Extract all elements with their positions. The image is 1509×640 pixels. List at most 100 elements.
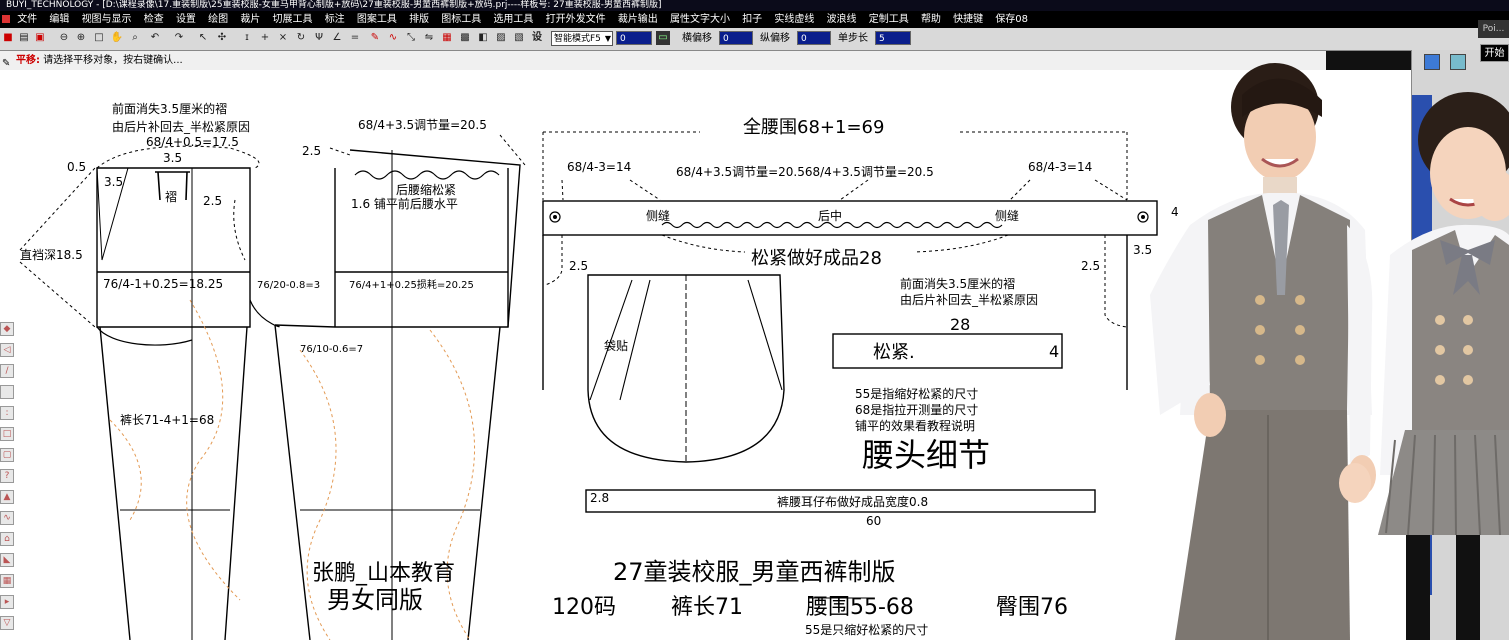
menu-text-size[interactable]: 属性文字大小 <box>670 14 730 25</box>
detail-heading: 腰头细节 <box>862 436 990 474</box>
add-point-icon[interactable]: + <box>260 32 270 43</box>
poi-button[interactable]: Poi... <box>1478 20 1509 38</box>
image-icon[interactable]: ▧ <box>514 32 524 43</box>
parallel-icon[interactable]: = <box>350 32 360 43</box>
tool-fill-icon[interactable]: ◆ <box>0 322 14 336</box>
pen-status-icon: ✎ <box>2 58 11 69</box>
step-label: 单步长 <box>838 33 868 44</box>
menu-slash-spread[interactable]: 切展工具 <box>272 14 313 25</box>
settings-button[interactable]: 设 <box>532 32 542 43</box>
rotate-icon[interactable]: ↻ <box>296 32 306 43</box>
menu-edit[interactable]: 编辑 <box>49 14 70 25</box>
zoom-window-icon[interactable]: ⌕ <box>132 32 138 43</box>
layer-icon[interactable]: ◧ <box>478 32 488 43</box>
panel-image-icon[interactable] <box>1450 54 1466 70</box>
menu-check[interactable]: 检查 <box>143 14 164 25</box>
ruler-icon[interactable]: ▭ <box>656 31 670 45</box>
mode-select[interactable]: 智能模式F5 <box>551 31 613 46</box>
length-label: 裤长71-4+1=68 <box>120 413 214 427</box>
drawing-canvas[interactable]: 前面消失3.5厘米的褶 由后片补回去_半松紧原因 68/4+0.5=17.5 0… <box>0 70 1412 640</box>
back-shrink-label: 后腰缩松紧 <box>396 182 456 197</box>
pan-hand-icon[interactable]: ✋ <box>110 32 124 43</box>
pattern-icon[interactable]: ▨ <box>496 32 506 43</box>
v-offset-field[interactable]: 0 <box>797 31 831 45</box>
zoom-in-icon[interactable]: ⊕ <box>76 32 86 43</box>
tool-filter-icon[interactable]: ▽ <box>0 616 14 630</box>
menu-icon-tools[interactable]: 图标工具 <box>441 14 482 25</box>
menu-line-style[interactable]: 实线虚线 <box>774 14 815 25</box>
tool-split-icon[interactable]: : <box>0 406 14 420</box>
elastic-done-label: 松紧做好成品28 <box>751 248 882 269</box>
grid-icon[interactable]: ▩ <box>460 32 470 43</box>
start-button[interactable]: 开始 <box>1480 44 1509 62</box>
zoom-out-icon[interactable]: ⊖ <box>59 32 69 43</box>
value-field[interactable]: 0 <box>616 31 652 45</box>
text-tool-icon[interactable]: ɪ <box>245 32 249 43</box>
tool-blank-icon[interactable] <box>0 385 14 399</box>
fork-icon[interactable]: Ψ <box>315 32 323 43</box>
fit-screen-icon[interactable]: □ <box>94 32 104 43</box>
step-field[interactable]: 5 <box>875 31 911 45</box>
menu-buttons[interactable]: 扣子 <box>742 14 763 25</box>
menu-draw[interactable]: 绘图 <box>208 14 229 25</box>
redo-icon[interactable]: ↷ <box>174 32 184 43</box>
hip-front-label: 76/4-1+0.25=18.25 <box>103 277 223 291</box>
select-arrow-icon[interactable]: ↖ <box>198 32 208 43</box>
new-file-icon[interactable]: ■ <box>3 32 13 43</box>
tool-line-icon[interactable]: / <box>0 364 14 378</box>
back-center-label: 后中 <box>818 208 842 223</box>
right-note-2: 由后片补回去_半松紧原因 <box>900 293 1038 307</box>
mirror-icon[interactable]: ⇋ <box>424 32 434 43</box>
loop-length-label: 60 <box>866 514 881 528</box>
rise-label: 直裆深18.5 <box>20 248 83 262</box>
front-waist-label: 68/4+0.5=17.5 <box>146 135 239 149</box>
save-icon[interactable]: ▣ <box>35 32 45 43</box>
menu-piece-output[interactable]: 裁片输出 <box>617 14 658 25</box>
tool-rect-icon[interactable]: □ <box>0 427 14 441</box>
tool-grid-icon[interactable]: ▦ <box>0 574 14 588</box>
menu-shortcuts[interactable]: 快捷键 <box>953 14 984 25</box>
tool-dart-icon[interactable]: ◣ <box>0 553 14 567</box>
menu-wave-line[interactable]: 波浪线 <box>826 14 857 25</box>
curve-icon[interactable]: ∿ <box>388 32 398 43</box>
move-point-icon[interactable]: ✣ <box>217 32 227 43</box>
color-icon[interactable]: ▦ <box>442 32 452 43</box>
tool-seam-icon[interactable]: ∿ <box>0 511 14 525</box>
v-offset-label: 纵偏移 <box>760 33 790 44</box>
open-folder-icon[interactable]: ▤ <box>19 32 29 43</box>
unisex-label: 男女同版 <box>327 586 423 614</box>
explain-2: 68是指拉开测量的尺寸 <box>855 402 978 417</box>
menu-pattern-tools[interactable]: 图案工具 <box>356 14 397 25</box>
menu-settings[interactable]: 设置 <box>175 14 196 25</box>
m-3-5b: 3.5 <box>104 175 123 189</box>
status-label: 平移: <box>16 55 40 66</box>
menu-annotate[interactable]: 标注 <box>324 14 345 25</box>
tool-home-icon[interactable]: ⌂ <box>0 532 14 546</box>
menu-layout[interactable]: 排版 <box>409 14 430 25</box>
tool-arrow-icon[interactable]: ▸ <box>0 595 14 609</box>
menu-select-tools[interactable]: 选用工具 <box>493 14 534 25</box>
menu-file[interactable]: 文件 <box>17 14 38 25</box>
crotch-front-label: 76/20-0.8=3 <box>257 280 320 291</box>
panel-tool-icon[interactable] <box>1424 54 1440 70</box>
tool-flag-icon[interactable]: ◁ <box>0 343 14 357</box>
menu-custom-tools[interactable]: 定制工具 <box>868 14 909 25</box>
cross-icon[interactable]: ⨯ <box>278 32 288 43</box>
menu-pieces[interactable]: 裁片 <box>240 14 261 25</box>
measure-icon[interactable]: ⤡ <box>407 32 415 43</box>
h-offset-field[interactable]: 0 <box>719 31 753 45</box>
pen-icon[interactable]: ✎ <box>370 32 380 43</box>
side-seam-left: 侧缝 <box>646 208 670 223</box>
menu-open-external[interactable]: 打开外发文件 <box>545 14 606 25</box>
tool-square-icon[interactable]: ▢ <box>0 448 14 462</box>
m-3-5-label: 3.5 <box>1133 243 1152 257</box>
menu-view[interactable]: 视图与显示 <box>81 14 132 25</box>
menu-save[interactable]: 保存08 <box>995 14 1029 25</box>
window-title: BUYI_TECHNOLOGY - [D:\课程录像\17.重装制版\25重装校… <box>6 0 662 10</box>
angle-icon[interactable]: ∠ <box>332 32 342 43</box>
undo-icon[interactable]: ↶ <box>150 32 160 43</box>
tool-help-icon[interactable]: ? <box>0 469 14 483</box>
tool-bucket-icon[interactable]: ▲ <box>0 490 14 504</box>
m-4-label: 4 <box>1171 205 1179 219</box>
menu-help[interactable]: 帮助 <box>920 14 941 25</box>
